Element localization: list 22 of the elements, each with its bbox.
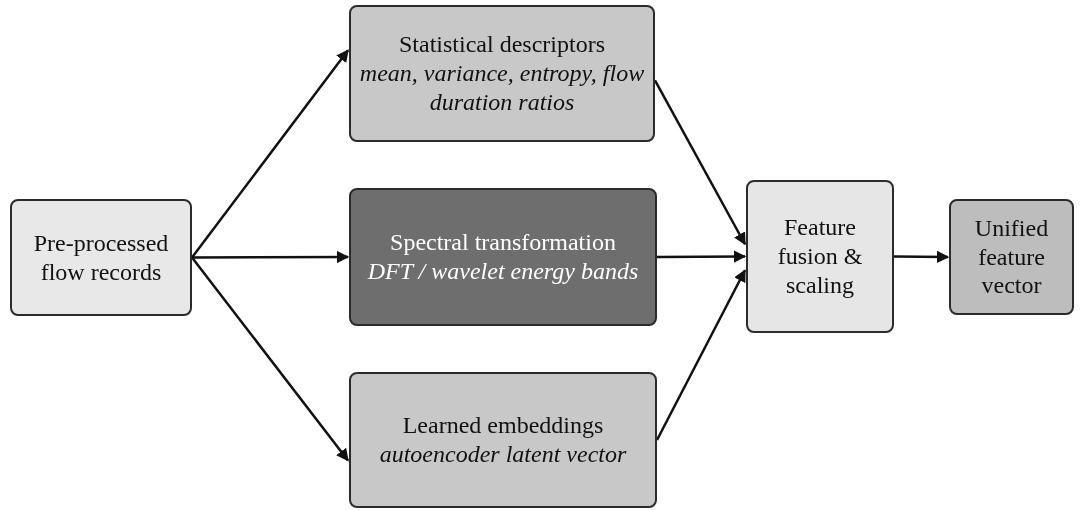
- process-box: [349, 5, 655, 142]
- arrow: [191, 49, 349, 259]
- process-box: [349, 372, 657, 508]
- arrow: [191, 256, 349, 462]
- process-box: [746, 180, 894, 333]
- process-box: [949, 199, 1074, 315]
- box-title: Pre-processed flow records: [32, 228, 170, 287]
- box-detail: DFT / wavelet energy bands: [367, 257, 639, 286]
- box-title: Spectral transformation: [390, 228, 616, 257]
- arrow: [657, 250, 747, 263]
- arrow: [192, 250, 350, 264]
- box-detail: autoencoder latent vector: [379, 440, 627, 469]
- box-detail: mean, variance, entropy, flow duration ratios: [358, 59, 646, 117]
- box-title: Learned embeddings: [402, 411, 604, 440]
- process-box: [10, 199, 192, 316]
- box-title: Statistical descriptors: [399, 30, 605, 60]
- arrow: [653, 79, 747, 246]
- box-title: Unified feature vector: [973, 213, 1050, 301]
- process-box: [349, 188, 657, 326]
- arrow: [894, 250, 950, 264]
- box-title: Feature fusion & scaling: [776, 213, 864, 300]
- arrow: [655, 269, 747, 441]
